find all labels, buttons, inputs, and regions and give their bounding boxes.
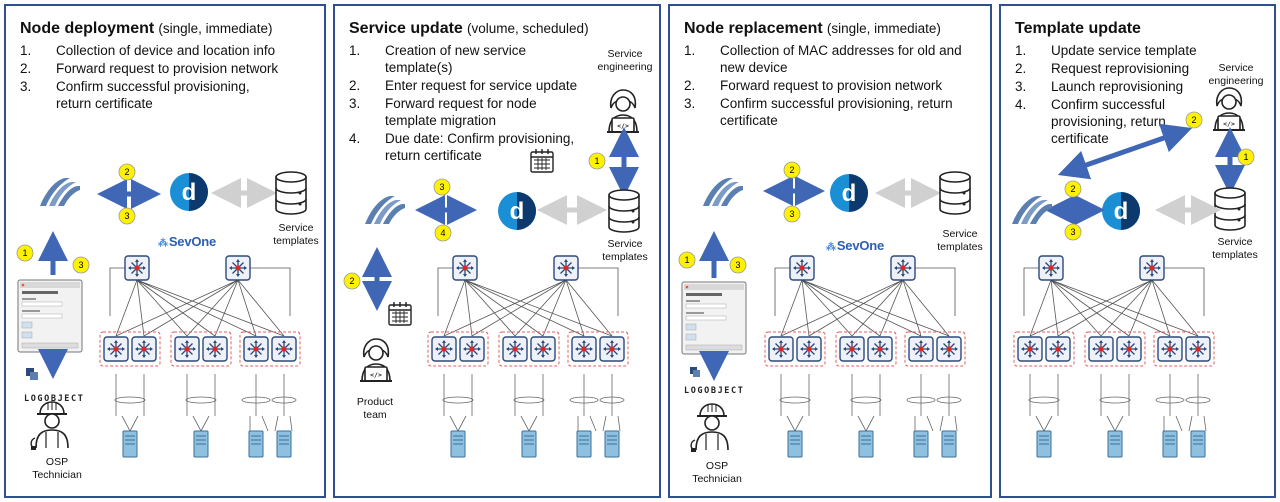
network-topology [1014, 256, 1214, 457]
technician-icon [690, 403, 729, 453]
svg-text:2: 2 [789, 165, 794, 175]
person-laptop-icon [359, 338, 393, 382]
arrow-2-diagonal [1057, 123, 1193, 180]
step-item: 2.Enter request for service update [349, 78, 578, 93]
network-topology [428, 256, 628, 457]
logoobject-icon [690, 367, 700, 377]
step-list: 1.Creation of new service template(s) 2.… [349, 42, 599, 165]
d-logo-icon [830, 174, 868, 212]
calendar-icon [530, 148, 554, 173]
svg-text:1: 1 [684, 255, 689, 265]
panel-title: Node deployment (single, immediate) [20, 20, 273, 37]
person-laptop-icon [606, 89, 640, 133]
step-badge: 3 [729, 256, 747, 274]
step-item: 1.Collection of device and location info [20, 43, 276, 58]
svg-text:3: 3 [439, 182, 444, 192]
step-item: 3.Forward request for node template migr… [349, 96, 537, 128]
database-icon [275, 171, 307, 215]
service-engineering-label: Service engineering [597, 48, 653, 73]
svg-text:1: 1 [594, 156, 599, 166]
service-templates-label: Service templates [602, 238, 648, 263]
step-badge: 2 [118, 163, 136, 181]
step-item: 2.Forward request to provision network [20, 61, 279, 76]
step-badge: 3 [783, 205, 801, 223]
logoobject-icon [26, 368, 38, 380]
step-badge: 2 [1185, 111, 1203, 129]
panel-title: Template update [1015, 20, 1141, 37]
service-templates-label: Service templates [1212, 236, 1258, 261]
database-icon [939, 171, 971, 215]
step-list: 1.Collection of device and location info… [20, 42, 310, 113]
step-badge: 3 [72, 256, 90, 274]
technician-icon [30, 401, 69, 451]
sevone-logo: ⁂SevOne [158, 234, 217, 249]
network-logo-icon [703, 178, 743, 206]
step-item: 3.Confirm successful provisioning, retur… [684, 96, 953, 128]
step-badge: 2 [343, 272, 361, 290]
technician-label: OSP Technician [692, 460, 742, 485]
svg-text:4: 4 [440, 228, 445, 238]
step-item: 4.Due date: Confirm provisioning, return… [349, 131, 575, 163]
svg-text:1: 1 [1243, 152, 1248, 162]
step-list: 1.Collection of MAC addresses for old an… [684, 42, 984, 130]
product-team-label: Product team [356, 396, 394, 421]
sevone-logo: ⁂SevOne [826, 238, 885, 253]
tablet-form-icon [681, 281, 747, 355]
svg-text:2: 2 [1070, 184, 1075, 194]
calendar-icon [388, 301, 412, 326]
database-icon [608, 189, 640, 233]
step-badge: 3 [433, 178, 451, 196]
service-templates-label: Service templates [273, 222, 319, 247]
step-item: 1.Collection of MAC addresses for old an… [684, 43, 962, 75]
svg-text:2: 2 [124, 167, 129, 177]
step-item: 2.Forward request to provision network [684, 78, 943, 93]
step-item: 3.Launch reprovisioning [1015, 79, 1184, 94]
step-badge: 1 [1237, 148, 1255, 166]
network-logo-icon [40, 178, 80, 206]
svg-text:3: 3 [735, 260, 740, 270]
step-badge: 1 [678, 251, 696, 269]
step-item: 2.Request reprovisioning [1015, 61, 1190, 76]
step-badge: 1 [588, 152, 606, 170]
svg-text:3: 3 [1070, 227, 1075, 237]
panel-title: Service update (volume, scheduled) [349, 20, 589, 37]
d-logo-icon [170, 173, 208, 211]
svg-text:1: 1 [22, 248, 27, 258]
svg-text:2: 2 [349, 276, 354, 286]
step-badge: 2 [783, 161, 801, 179]
step-badge: 1 [16, 244, 34, 262]
d-logo-icon [498, 192, 536, 230]
logoobject-logo: LOGOBJECT [684, 386, 745, 396]
tablet-form-icon [17, 279, 83, 353]
logoobject-logo: LOGOBJECT [24, 394, 85, 404]
step-item: 1.Update service template [1015, 43, 1197, 58]
step-badge: 2 [1064, 180, 1082, 198]
person-laptop-icon [1212, 87, 1246, 131]
service-engineering-label: Service engineering [1208, 62, 1264, 87]
step-badge: 3 [118, 207, 136, 225]
step-item: 3.Confirm successful provisioning, retur… [20, 79, 250, 111]
panel-template-update: Template update 1.Update service templat… [999, 4, 1276, 498]
technician-label: OSP Technician [32, 456, 82, 481]
svg-text:3: 3 [124, 211, 129, 221]
svg-text:3: 3 [78, 260, 83, 270]
network-logo-icon [365, 196, 405, 224]
network-logo-icon [1012, 196, 1052, 224]
svg-text:3: 3 [789, 209, 794, 219]
d-logo-icon [1102, 192, 1140, 230]
step-item: 1.Creation of new service template(s) [349, 43, 527, 75]
database-icon [1214, 187, 1246, 231]
svg-text:2: 2 [1191, 115, 1196, 125]
network-topology [100, 256, 300, 457]
network-topology [765, 256, 965, 457]
panel-title: Node replacement (single, immediate) [684, 20, 941, 37]
service-templates-label: Service templates [937, 228, 983, 253]
step-badge: 4 [434, 224, 452, 242]
step-badge: 3 [1064, 223, 1082, 241]
